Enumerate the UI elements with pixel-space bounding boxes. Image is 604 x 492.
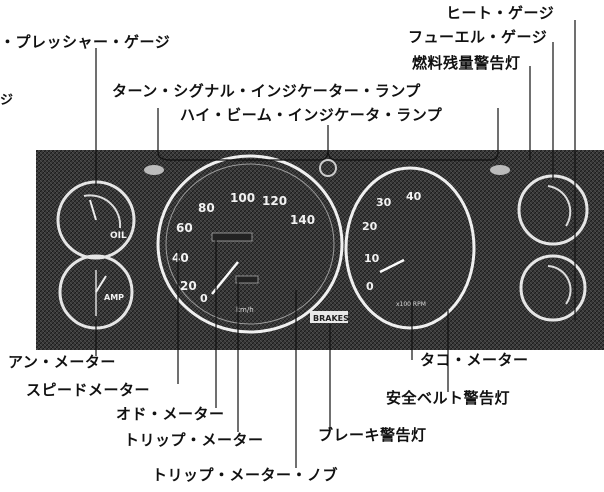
amp-label: AMP [104, 293, 124, 302]
speed-tick-60: 60 [176, 221, 193, 235]
edge-fragment-label: ジ [0, 93, 14, 108]
speed-tick-120: 120 [262, 194, 287, 208]
fuel-gauge-label: フューエル・ゲージ [408, 28, 548, 46]
brake-warning-lamp-plate [310, 311, 348, 323]
trip-meter-knob-label: トリップ・メーター・ノブ [152, 466, 339, 484]
seatbelt-warning-lamp-label: 安全ベルト警告灯 [386, 389, 511, 407]
tach-unit: x100 RPM [396, 301, 426, 308]
high-beam-lamp-label: ハイ・ビーム・インジケータ・ランプ [180, 106, 443, 124]
turn-signal-left-lamp [144, 165, 164, 175]
trip-meter-window [235, 275, 259, 284]
tach-tick-10: 10 [364, 252, 380, 265]
speed-tick-0: 0 [200, 292, 208, 305]
tachometer-label: タコ・メーター [420, 351, 529, 369]
speed-tick-20: 20 [180, 279, 197, 293]
heat-gauge-label: ヒート・ゲージ [446, 4, 555, 22]
brake-lamp-text: BRAKES [313, 314, 349, 323]
trip-meter-label: トリップ・メーター [124, 431, 264, 449]
tach-tick-40: 40 [406, 190, 422, 203]
tach-tick-30: 30 [376, 196, 392, 209]
heat-gauge [519, 254, 587, 322]
speed-tick-40: 40 [172, 251, 189, 265]
speed-unit: km/h [236, 306, 254, 314]
tachometer-gauge: 0 10 20 30 40 x100 RPM [344, 166, 476, 330]
tach-tick-0: 0 [366, 280, 374, 293]
speed-tick-80: 80 [198, 201, 215, 215]
ammeter-label: アン・メーター [8, 353, 116, 371]
tach-tick-20: 20 [362, 220, 378, 233]
odometer-window [211, 232, 253, 242]
fuel-warning-lamp-label: 燃料残量警告灯 [412, 54, 521, 72]
speed-tick-140: 140 [290, 213, 315, 227]
turn-signal-lamp-label: ターン・シグナル・インジケーター・ランプ [112, 82, 421, 100]
high-beam-lamp [319, 159, 337, 177]
oil-label: OIL [110, 231, 127, 241]
oil-pressure-gauge-label: ・プレッシャー・ゲージ [0, 33, 171, 51]
leader-lines [95, 20, 576, 468]
tach-needle [379, 258, 405, 274]
odometer-label: オド・メーター [116, 405, 225, 423]
brake-warning-lamp-label: ブレーキ警告灯 [318, 426, 427, 444]
turn-signal-right-lamp [490, 165, 510, 175]
speed-tick-100: 100 [230, 191, 255, 205]
speedometer-label: スピードメーター [26, 381, 151, 399]
